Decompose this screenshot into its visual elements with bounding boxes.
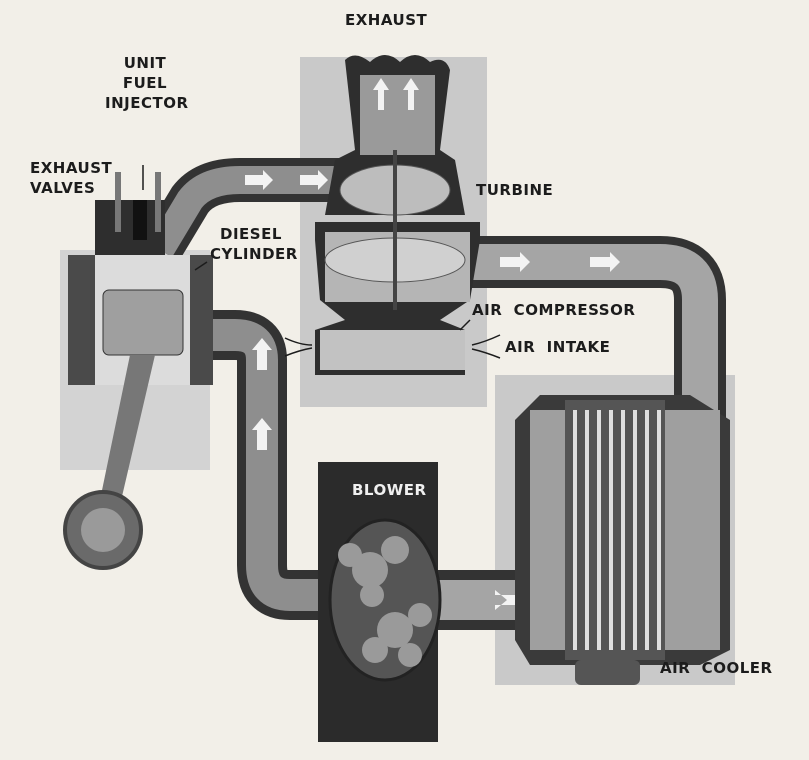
label-blower: BLOWER [352, 481, 427, 499]
cooler-core [565, 400, 665, 660]
piston [102, 289, 184, 356]
label-air-compressor: AIR COMPRESSOR [472, 301, 636, 319]
label-air-intake: AIR INTAKE [505, 338, 611, 356]
air-intake-chamber [320, 330, 465, 370]
exhaust-valve [115, 172, 121, 232]
connecting-rod [100, 355, 155, 505]
cylinder-head [95, 200, 165, 260]
label-exhaust: EXHAUST [345, 11, 428, 29]
label-diesel-cylinder: DIESEL CYLINDER [210, 225, 298, 263]
label-air-cooler: AIR COOLER [660, 659, 773, 677]
label-pointers [142, 165, 501, 359]
blower-rotors [338, 536, 432, 667]
flow-arrows [245, 78, 620, 610]
fuel-injector [133, 200, 147, 240]
label-turbine: TURBINE [476, 181, 554, 199]
cooler-tubes [573, 410, 661, 650]
label-unit-fuel-injector: UNIT FUEL INJECTOR [105, 54, 189, 112]
coolant-connections [575, 660, 640, 685]
label-exhaust-valves: EXHAUST VALVES [30, 159, 113, 197]
